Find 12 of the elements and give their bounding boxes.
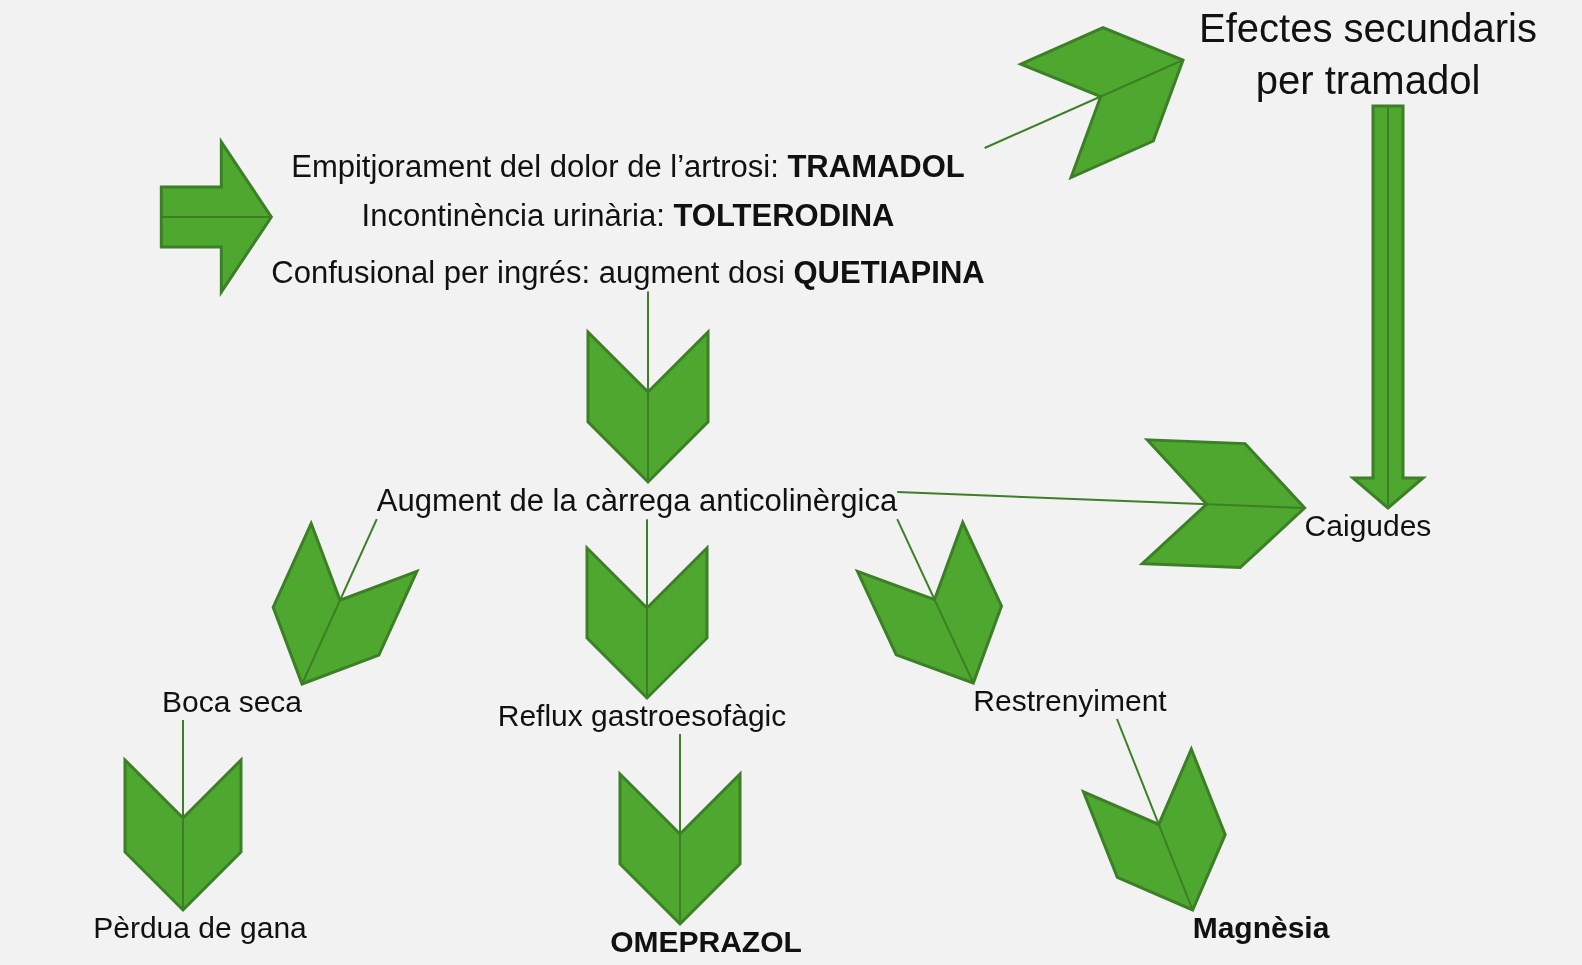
text-label: Caigudes <box>1304 508 1432 544</box>
drug-label: Magnèsia <box>1192 910 1330 946</box>
text-line: Empitjorament del dolor de l’artrosi: TRAMADOL <box>290 148 966 186</box>
text-label: Efectes secundaris per tramadol <box>1198 5 1538 104</box>
text-label: Augment de la càrrega anticolinèrgica <box>376 482 898 520</box>
drug-label: OMEPRAZOL <box>610 924 802 960</box>
text-label: Restrenyiment <box>973 683 1167 719</box>
text-line: Incontinència urinària: TOLTERODINA <box>360 197 896 235</box>
text-label: Reflux gastroesofàgic <box>497 698 787 734</box>
text-line: Confusional per ingrés: augment dosi QUETIAPINA <box>271 254 985 292</box>
text-label: Pèrdua de gana <box>93 910 307 946</box>
text-label: Boca seca <box>161 684 303 720</box>
